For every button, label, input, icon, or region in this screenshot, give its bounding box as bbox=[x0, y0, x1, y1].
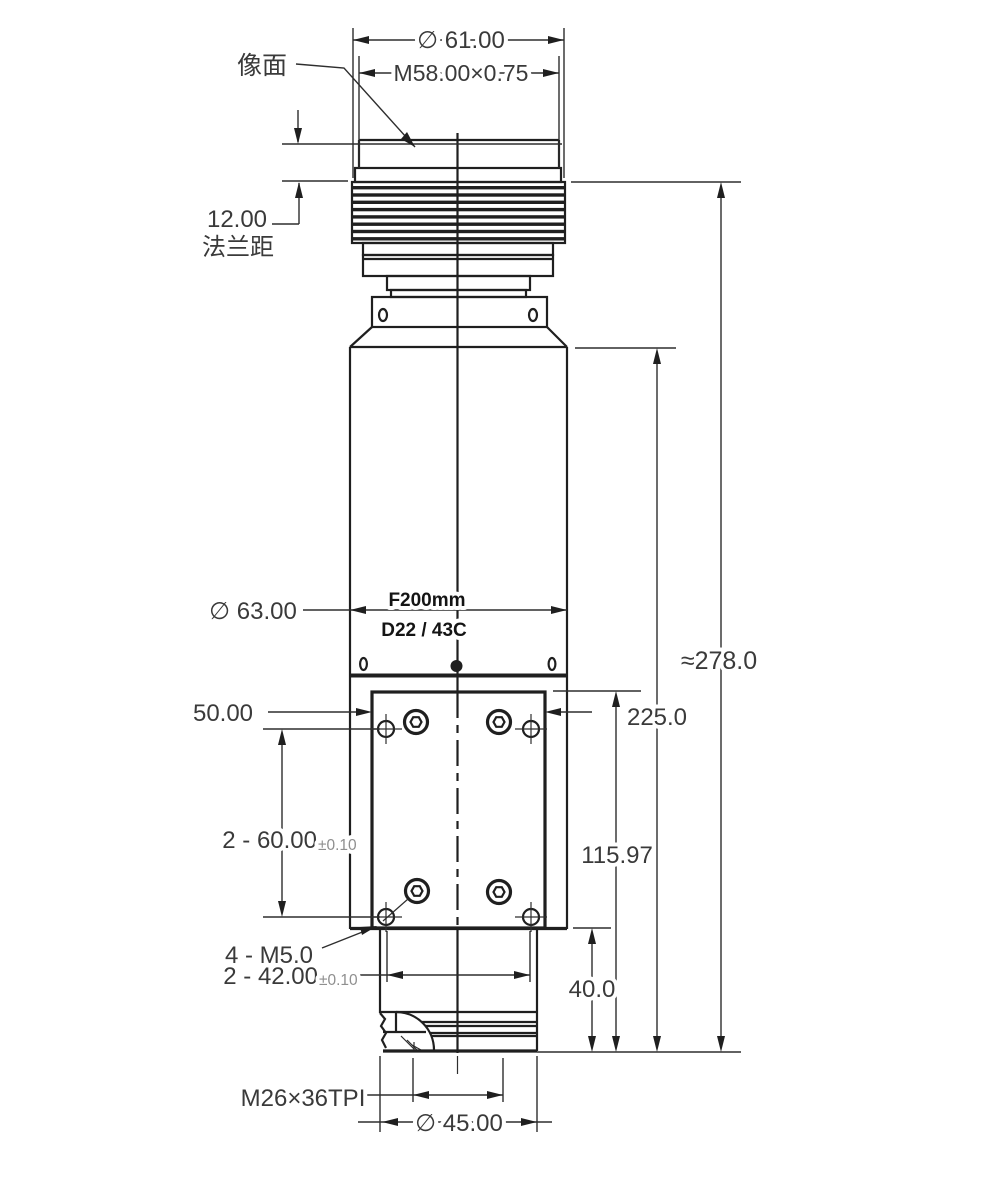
collar-hole-left bbox=[377, 307, 389, 323]
socket-screws bbox=[402, 708, 513, 906]
dim-body-length: 225.0 bbox=[627, 704, 687, 731]
dim-hole-spacing-horizontal-tol: ±0.10 bbox=[319, 972, 358, 989]
marking-aperture: D22 / 43C bbox=[381, 620, 467, 641]
dim-front-tube-length: 40.0 bbox=[569, 976, 616, 1003]
collar-hole-right bbox=[527, 307, 539, 323]
dimension-lines bbox=[268, 36, 725, 1126]
dim-hole-spacing-horizontal: 2 - 42.00 bbox=[223, 963, 318, 990]
dim-bracket-width: 50.00 bbox=[193, 700, 253, 727]
body-center-dot bbox=[450, 660, 463, 672]
dim-tapped-holes: 4 - M5.0 bbox=[225, 942, 313, 969]
dim-flange-distance: 12.00 bbox=[207, 206, 267, 233]
collar bbox=[370, 295, 549, 329]
label-image-plane: 像面 bbox=[237, 52, 287, 80]
dim-hole-spacing-vertical-tol: ±0.10 bbox=[318, 837, 357, 854]
mounting-bracket bbox=[370, 690, 547, 930]
body-screw-hole-right bbox=[547, 656, 557, 672]
dim-hole-spacing-vertical: 2 - 60.00 bbox=[222, 827, 317, 854]
image-plane-leader bbox=[295, 63, 416, 148]
lens-body-outline bbox=[348, 138, 569, 1053]
dim-bracket-to-face: 115.97 bbox=[581, 842, 653, 869]
dim-outer-diameter-top: ∅ 61.00 bbox=[417, 27, 505, 54]
dim-body-diameter: ∅ 63.00 bbox=[209, 598, 297, 625]
dim-overall-length: ≈278.0 bbox=[681, 647, 757, 675]
thread-block-m58 bbox=[350, 180, 567, 245]
dimension-text: ∅ 61.00 M58.00×0.75 像面 12.00 法兰距 ∅ 63.00… bbox=[189, 23, 761, 1141]
front-tube bbox=[378, 929, 539, 1053]
extension-lines bbox=[263, 28, 741, 1132]
marking-focal-length: F200mm bbox=[388, 590, 465, 611]
label-flange-caption: 法兰距 bbox=[202, 234, 274, 261]
dim-front-thread: M26×36TPI bbox=[241, 1085, 366, 1112]
body-screw-hole-left bbox=[359, 656, 369, 672]
dim-mount-thread: M58.00×0.75 bbox=[394, 60, 529, 86]
dim-front-diameter: ∅ 45.00 bbox=[415, 1110, 503, 1137]
